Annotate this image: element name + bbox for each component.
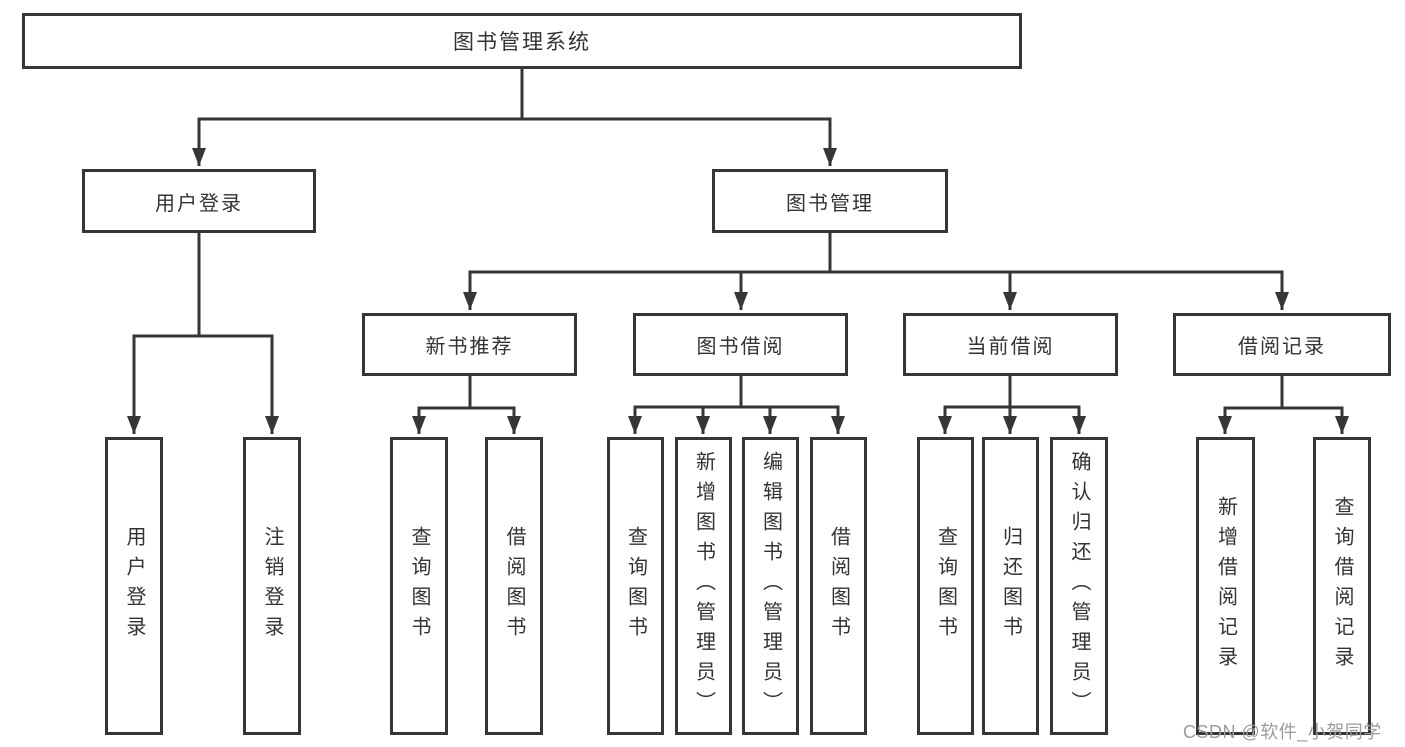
leaf-borrow-books: 借阅图书 xyxy=(810,437,867,735)
leaf-label: 借阅图书 xyxy=(827,526,850,646)
leaf-label: 查询图书 xyxy=(408,526,430,646)
leaf-return-books: 归还图书 xyxy=(982,437,1039,735)
leaf-label: 归还图书 xyxy=(999,526,1022,646)
leaf-query-books-borrow: 查询图书 xyxy=(607,437,664,735)
leaf-label: 新增图书（管理员） xyxy=(692,451,715,721)
node-current-borrow-label: 当前借阅 xyxy=(966,336,1055,358)
node-root-label: 图书管理系统 xyxy=(453,31,591,54)
node-current-borrow: 当前借阅 xyxy=(903,313,1118,376)
node-borrow-records: 借阅记录 xyxy=(1173,313,1391,376)
node-book-borrow-label: 图书借阅 xyxy=(696,336,785,358)
connector-bus-lines xyxy=(132,69,1344,410)
leaf-logout: 注销登录 xyxy=(243,437,301,735)
node-user-login: 用户登录 xyxy=(82,169,316,233)
leaf-query-borrow-record: 查询借阅记录 xyxy=(1313,437,1371,735)
leaf-label: 查询图书 xyxy=(624,526,647,646)
leaf-label: 确认归还（管理员） xyxy=(1068,451,1090,721)
leaf-label: 注销登录 xyxy=(261,526,283,646)
node-borrow-records-label: 借阅记录 xyxy=(1238,336,1326,358)
leaf-borrow-books-recommend: 借阅图书 xyxy=(485,437,543,735)
node-user-login-label: 用户登录 xyxy=(155,192,243,215)
leaf-label: 编辑图书（管理员） xyxy=(759,451,782,721)
leaf-add-borrow-record: 新增借阅记录 xyxy=(1196,437,1255,735)
leaf-query-books-current: 查询图书 xyxy=(917,437,974,735)
node-book-management: 图书管理 xyxy=(712,169,948,233)
connector-arrows xyxy=(127,119,1349,434)
leaf-edit-books-admin: 编辑图书（管理员） xyxy=(742,437,799,735)
leaf-label: 查询借阅记录 xyxy=(1331,496,1353,676)
watermark-text: CSDN @软件_小贺同学 xyxy=(1183,722,1382,742)
node-book-borrow: 图书借阅 xyxy=(633,313,848,376)
leaf-label: 用户登录 xyxy=(123,526,145,646)
leaf-label: 借阅图书 xyxy=(503,526,525,646)
leaf-user-login: 用户登录 xyxy=(105,437,163,735)
leaf-label: 新增借阅记录 xyxy=(1214,496,1237,676)
leaf-confirm-return-admin: 确认归还（管理员） xyxy=(1050,437,1108,735)
node-new-book-recommend-label: 新书推荐 xyxy=(425,336,514,358)
leaf-query-books-recommend: 查询图书 xyxy=(390,437,448,735)
node-root-library-system: 图书管理系统 xyxy=(22,13,1022,69)
leaf-label: 查询图书 xyxy=(934,526,957,646)
leaf-add-books-admin: 新增图书（管理员） xyxy=(675,437,732,735)
node-new-book-recommend: 新书推荐 xyxy=(362,313,577,376)
node-book-management-label: 图书管理 xyxy=(786,192,874,215)
